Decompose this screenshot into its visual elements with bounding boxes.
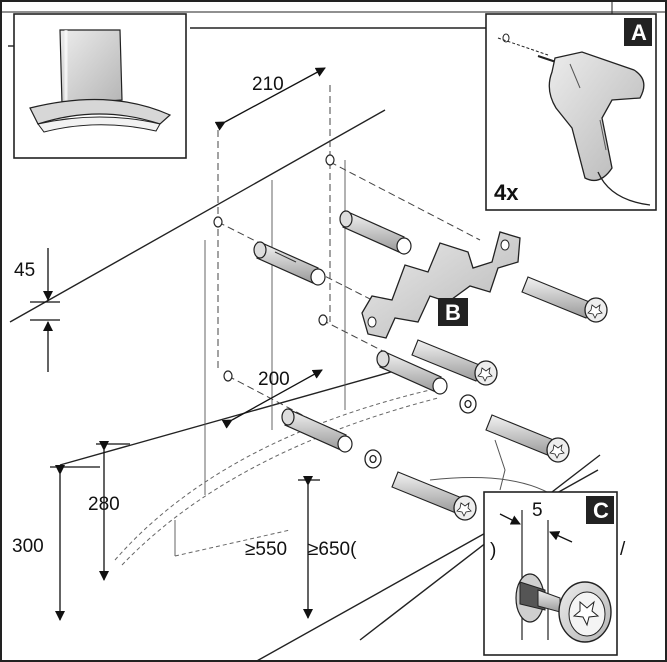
wall-plug-2 [339,210,412,255]
dim-200: 200 [258,369,290,390]
hood-outline [114,389,439,566]
wall-plug-1 [253,241,326,286]
screw-detail-inset [483,491,618,656]
screw-3 [485,414,570,463]
hood-inset [13,13,187,159]
drill-inset [485,13,657,211]
wall-plug-3 [376,350,448,395]
panel-c-label: C [593,498,609,523]
screw-2 [411,339,498,386]
panel-a-badge [624,18,652,46]
mounting-bracket [361,231,521,339]
screw-4 [391,471,477,521]
dim-550: ≥550 [245,539,287,560]
dim-slash: / [620,539,626,560]
plumb-lines [174,160,346,556]
dim-300: 300 [12,536,44,557]
dim-210: 210 [252,74,284,95]
drill-icon [497,33,651,206]
wall-plug-4 [281,408,353,453]
screw-1 [521,276,608,323]
hood-edge-2 [494,439,506,491]
panel-b-label: B [445,300,461,325]
dim-650: ≥650( [308,539,357,560]
dim-paren: ) [490,540,496,561]
cooker-hood-icon [29,29,172,133]
dimension-lines [30,67,326,621]
washers [364,394,477,469]
panel-c-badge [586,496,614,524]
dim-280: 280 [88,494,120,515]
dim-5: 5 [532,500,543,521]
dim-45: 45 [14,260,35,281]
screw-icon [537,581,612,643]
drill-count: 4x [494,180,519,205]
panel-a-label: A [631,20,647,45]
panel-b-badge [438,298,468,326]
